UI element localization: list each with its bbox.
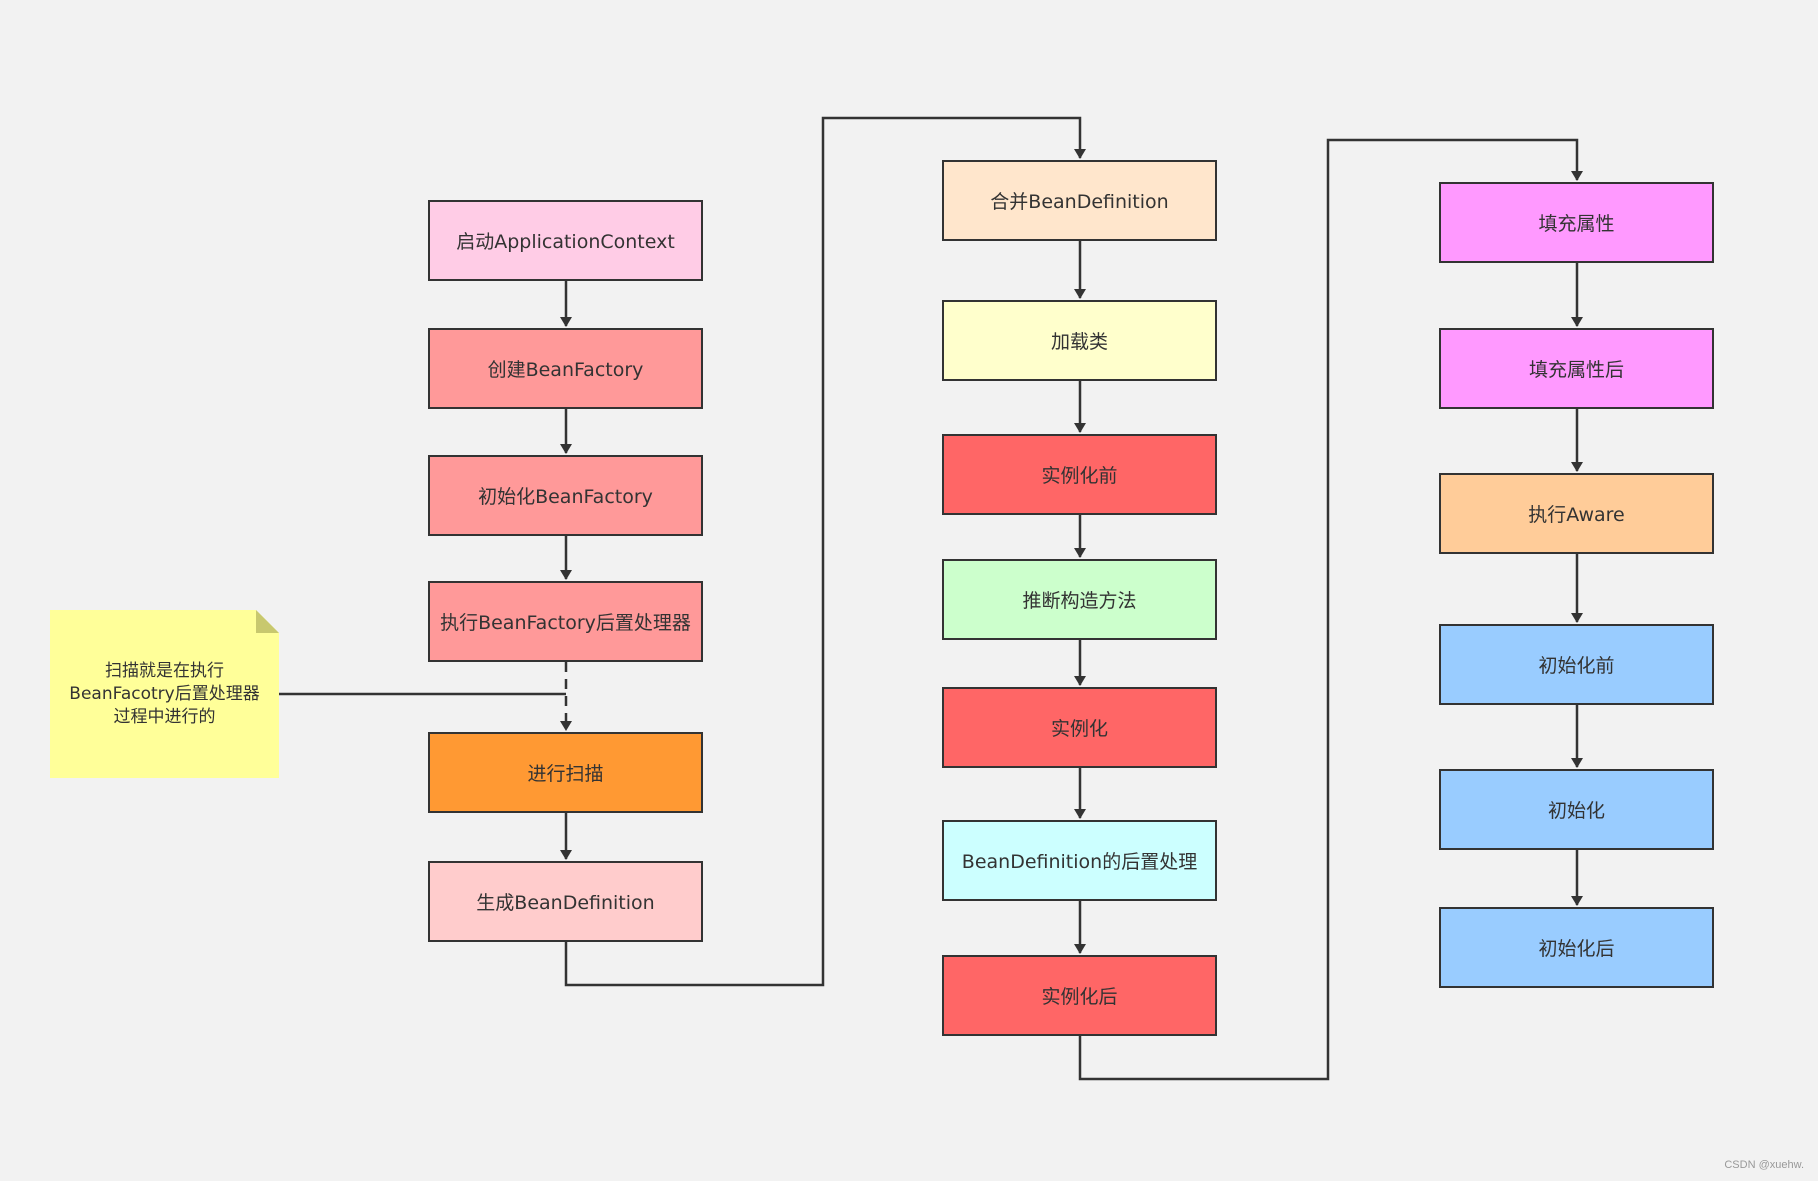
note-fold-corner [256,610,279,633]
node-after-populate-properties: 填充属性后 [1439,328,1714,409]
node-load-class: 加载类 [942,300,1217,381]
node-populate-properties: 填充属性 [1439,182,1714,263]
node-exec-bean-factory-post-processor: 执行BeanFactory后置处理器 [428,581,703,662]
note-text: 扫描就是在执行 BeanFacotry后置处理器 过程中进行的 [69,660,260,727]
note-body [50,610,279,778]
node-instantiation: 实例化 [942,687,1217,768]
node-before-instantiation: 实例化前 [942,434,1217,515]
node-generate-bean-definition: 生成BeanDefinition [428,861,703,942]
node-infer-constructor: 推断构造方法 [942,559,1217,640]
node-after-initialization: 初始化后 [1439,907,1714,988]
node-invoke-aware: 执行Aware [1439,473,1714,554]
scan-explanation-note: 扫描就是在执行 BeanFacotry后置处理器 过程中进行的 [50,610,279,778]
node-before-initialization: 初始化前 [1439,624,1714,705]
node-merge-bean-definition: 合并BeanDefinition [942,160,1217,241]
node-initialization: 初始化 [1439,769,1714,850]
node-scan: 进行扫描 [428,732,703,813]
node-bean-definition-post-process: BeanDefinition的后置处理 [942,820,1217,901]
node-init-bean-factory: 初始化BeanFactory [428,455,703,536]
node-create-bean-factory: 创建BeanFactory [428,328,703,409]
node-start-application-context: 启动ApplicationContext [428,200,703,281]
node-after-instantiation: 实例化后 [942,955,1217,1036]
arrow-after-instantiation-to-populate [1078,138,1583,1081]
watermark: CSDN @xuehw. [1724,1159,1804,1171]
arrow-generate-to-merge [564,116,1086,987]
